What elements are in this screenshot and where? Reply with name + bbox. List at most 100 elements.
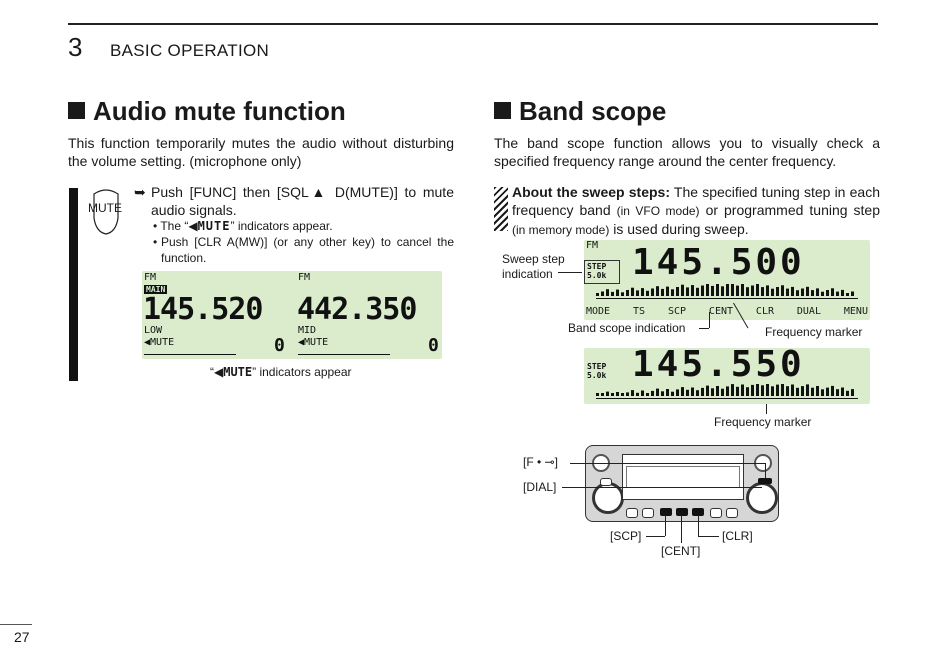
chapter-title: BASIC OPERATION bbox=[110, 41, 270, 60]
scope-bar bbox=[756, 384, 759, 396]
lcd-left-mode: FM bbox=[144, 272, 157, 283]
audio-mute-title: Audio mute function bbox=[68, 96, 346, 127]
scope-bar bbox=[701, 285, 704, 296]
scope-bar bbox=[701, 387, 704, 396]
bullet-1: • The “◀MUTE” indicators appear. bbox=[153, 219, 333, 233]
scope-bar bbox=[776, 384, 779, 396]
lcd-right-mute-text: MUTE bbox=[304, 337, 329, 348]
scope-bar bbox=[696, 287, 699, 296]
f-key[interactable] bbox=[758, 478, 772, 484]
lcd-right-mode: FM bbox=[298, 272, 311, 283]
band-scope-leader-v bbox=[709, 312, 710, 328]
scope-bar bbox=[761, 385, 764, 396]
scope-bar bbox=[766, 384, 769, 396]
bullet-2: Push [CLR A(MW)] (or any other key) to c… bbox=[161, 235, 454, 265]
chapter-number: 3 bbox=[68, 32, 83, 62]
scope-bar bbox=[651, 390, 654, 396]
cent-key[interactable] bbox=[676, 508, 688, 516]
scope-bar bbox=[791, 384, 794, 396]
scope-bar bbox=[611, 393, 614, 396]
scope-bar bbox=[706, 385, 709, 396]
lcd2-step-value: 5.0k bbox=[587, 371, 607, 380]
lcd2-frequency: 145.550 bbox=[632, 344, 805, 385]
cent-label: [CENT] bbox=[661, 544, 701, 558]
scope-bar bbox=[811, 290, 814, 296]
scope-bar bbox=[731, 384, 734, 396]
scope-bar bbox=[631, 390, 634, 396]
band-scope-indication-label: Band scope indication bbox=[568, 321, 686, 335]
scope-bar bbox=[611, 291, 614, 296]
scope-bar bbox=[641, 288, 644, 296]
scope-baseline bbox=[596, 398, 858, 399]
scope-bar bbox=[631, 287, 634, 296]
scope-bar bbox=[696, 390, 699, 396]
scope-bar bbox=[686, 287, 689, 296]
scope-bar bbox=[816, 386, 819, 396]
scope-bar bbox=[601, 393, 604, 396]
radio-small-key[interactable] bbox=[600, 478, 612, 486]
f-key-leader-v bbox=[765, 463, 766, 478]
mute-caption: “◀MUTE” indicators appear bbox=[210, 364, 352, 380]
clr-key[interactable] bbox=[692, 508, 704, 516]
scope-bar bbox=[781, 384, 784, 396]
radio-key-1[interactable] bbox=[626, 508, 638, 518]
scope-bar bbox=[646, 393, 649, 396]
scope-bar bbox=[681, 284, 684, 296]
lcd-right-power: MID bbox=[298, 325, 317, 336]
frequency-marker-label-2: Frequency marker bbox=[714, 415, 812, 429]
scope-bar bbox=[656, 388, 659, 396]
scope-bar bbox=[816, 288, 819, 296]
scope-bar bbox=[736, 386, 739, 396]
scope-bar bbox=[671, 289, 674, 296]
band-scope-lcd-1: FM STEP 5.0k 145.500 MODE TS SCP CENT CL… bbox=[584, 240, 870, 320]
scope-bar bbox=[646, 290, 649, 296]
lcd-left-frequency: 145.520 bbox=[143, 292, 263, 327]
radio-key-6[interactable] bbox=[710, 508, 722, 518]
lcd-left-power: LOW bbox=[144, 325, 163, 336]
scope-bar bbox=[806, 286, 809, 296]
bullet-1-post: ” indicators appear. bbox=[230, 219, 333, 233]
clr-label: [CLR] bbox=[722, 529, 753, 543]
bullet-1-pre: The “ bbox=[160, 219, 189, 233]
scope-bar bbox=[711, 285, 714, 296]
lcd-left-underline bbox=[144, 354, 236, 355]
sweep-note-small-1: (in VFO mode) bbox=[616, 204, 700, 218]
page-number: 27 bbox=[14, 629, 30, 645]
scope-bar bbox=[661, 288, 664, 296]
scope-bar bbox=[596, 393, 599, 396]
scp-leader-v bbox=[665, 515, 666, 536]
lcd-right-underline bbox=[298, 354, 390, 355]
scope-bar bbox=[831, 385, 834, 396]
lcd-right-mute: ◀MUTE bbox=[298, 337, 329, 348]
lcd-left-mute-text: MUTE bbox=[150, 337, 175, 348]
sweep-note-small-2: (in memory mode) bbox=[512, 223, 610, 237]
note-hatch-icon bbox=[494, 187, 508, 231]
mute-caption-pre: “ bbox=[210, 365, 214, 379]
scope-bar bbox=[716, 284, 719, 296]
header-rule bbox=[68, 23, 878, 25]
mute-lcd-display: FM MAIN 145.520 LOW ◀MUTE 0 FM 442.350 M… bbox=[142, 271, 442, 359]
lcd1-step: STEP bbox=[587, 262, 607, 271]
bullet-1-mute: MUTE bbox=[197, 219, 231, 233]
scope-bar bbox=[721, 388, 724, 396]
scope-bar bbox=[846, 293, 849, 296]
lcd1-mode: FM bbox=[586, 240, 599, 251]
caption-speaker-icon: ◀ bbox=[214, 365, 224, 379]
scope-bar bbox=[751, 384, 754, 396]
scope-bar bbox=[781, 285, 784, 296]
lcd1-menu: MODE TS SCP CENT CLR DUAL MENU bbox=[586, 306, 868, 317]
band-scope-leader bbox=[699, 328, 709, 329]
menu-dual: DUAL bbox=[796, 306, 821, 317]
sweep-note-1: The specified tuning step in each freque… bbox=[512, 184, 880, 218]
radio-key-2[interactable] bbox=[642, 508, 654, 518]
bullet-2-dot: • bbox=[153, 235, 158, 249]
lcd-right-frequency: 442.350 bbox=[297, 292, 417, 327]
mute-key-label: MUTE bbox=[88, 201, 122, 215]
scope-bar bbox=[821, 291, 824, 296]
radio-key-7[interactable] bbox=[726, 508, 738, 518]
step-bar bbox=[69, 188, 78, 381]
lcd1-scope-bars bbox=[596, 284, 858, 299]
scp-key[interactable] bbox=[660, 508, 672, 516]
scope-bar bbox=[691, 387, 694, 396]
scope-bar bbox=[606, 391, 609, 396]
